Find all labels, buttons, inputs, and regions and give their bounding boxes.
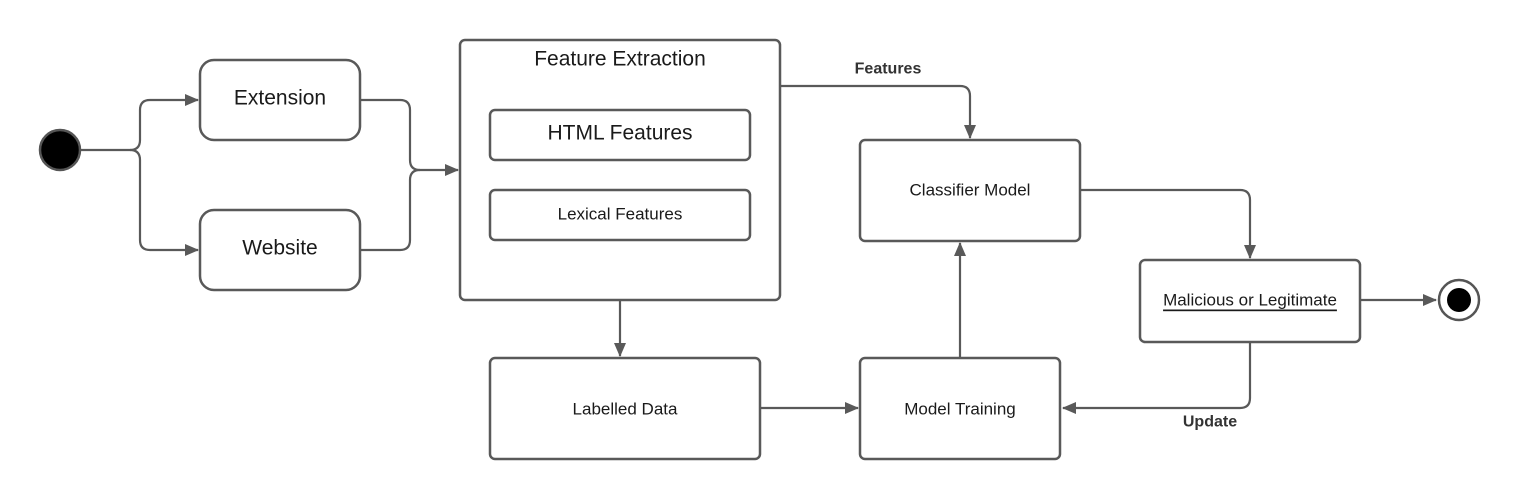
result-node	[1138, 258, 1362, 344]
edge-classifier-to-result	[1081, 188, 1256, 259]
html-features-label: HTML Features	[547, 122, 692, 145]
lexical-features-node	[488, 188, 752, 242]
labelled-data-node	[488, 356, 762, 461]
lexical-features-label: Lexical Features	[558, 205, 683, 224]
edge-website-to-merge	[361, 168, 421, 252]
classifier-model-node	[858, 138, 1082, 243]
html-features-node	[488, 108, 752, 162]
extension-label: Extension	[234, 87, 326, 110]
edge-fork-to-website	[129, 148, 199, 256]
edge-fork-to-extension	[129, 94, 199, 152]
edge-extension-to-merge	[361, 98, 421, 172]
edge-update-to-model-training	[1062, 343, 1252, 414]
model-training-label: Model Training	[904, 400, 1016, 419]
website-node	[198, 208, 362, 292]
labelled-data-label: Labelled Data	[573, 400, 678, 419]
model-training-node	[858, 356, 1062, 461]
result-label: Malicious or Legitimate	[1163, 291, 1337, 310]
feature-extraction-label: Feature Extraction	[534, 48, 706, 71]
initial-node	[38, 128, 82, 172]
edge-features-to-classifier	[781, 84, 976, 139]
feature-extraction-node	[458, 38, 782, 302]
features-edge-label: Features	[855, 61, 922, 78]
update-edge-label: Update	[1183, 414, 1237, 431]
classifier-model-label: Classifier Model	[910, 181, 1031, 200]
final-node	[1437, 278, 1481, 322]
website-label: Website	[242, 237, 317, 260]
extension-node	[198, 58, 362, 142]
